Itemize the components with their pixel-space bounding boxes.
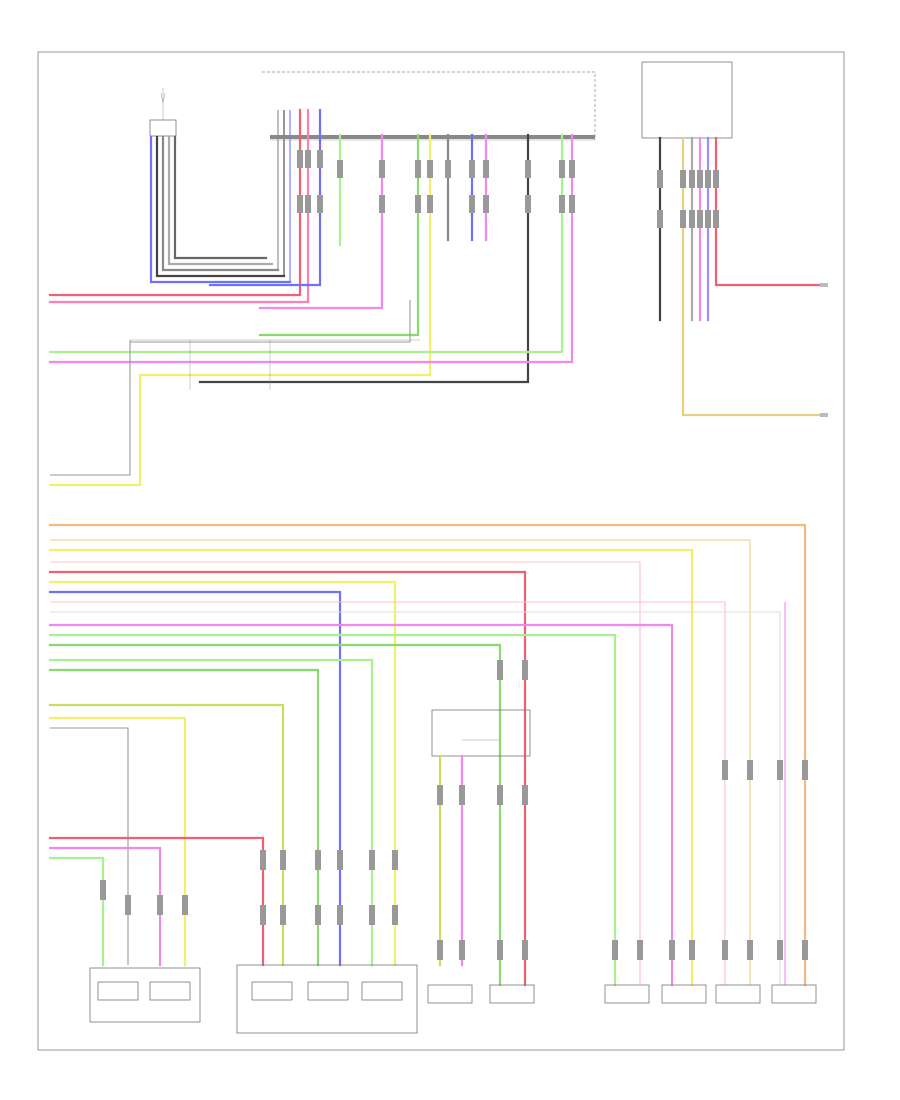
antenna-icon — [149, 88, 177, 137]
lower-connectors — [100, 660, 808, 960]
speaker-icon — [604, 984, 650, 1004]
lower-harness — [48, 523, 807, 987]
radio-wires — [48, 108, 574, 487]
speaker-icon — [97, 981, 139, 1001]
diagram-frame — [37, 51, 845, 1051]
speaker-6 — [771, 984, 817, 1004]
speaker-icon — [307, 981, 349, 1001]
junction-block — [130, 300, 420, 390]
speaker-2 — [489, 984, 535, 1004]
speaker-1 — [427, 984, 473, 1004]
speaker-5 — [715, 984, 761, 1004]
speaker-4 — [661, 984, 707, 1004]
speaker-icon — [489, 984, 535, 1004]
radio-unit — [262, 71, 596, 141]
speaker-icon — [715, 984, 761, 1004]
radio-connectors — [297, 150, 575, 213]
subwoofer — [89, 967, 201, 1023]
speaker-icon — [149, 981, 191, 1001]
instrument-panel-speakers — [236, 964, 418, 1034]
speaker-icon — [661, 984, 707, 1004]
right-side-module — [641, 61, 822, 417]
speaker-3 — [604, 984, 650, 1004]
speaker-icon — [361, 981, 403, 1001]
speaker-icon — [771, 984, 817, 1004]
amplifier — [431, 709, 531, 967]
speaker-icon — [427, 984, 473, 1004]
speaker-icon — [251, 981, 293, 1001]
edge-terminals — [820, 283, 828, 417]
